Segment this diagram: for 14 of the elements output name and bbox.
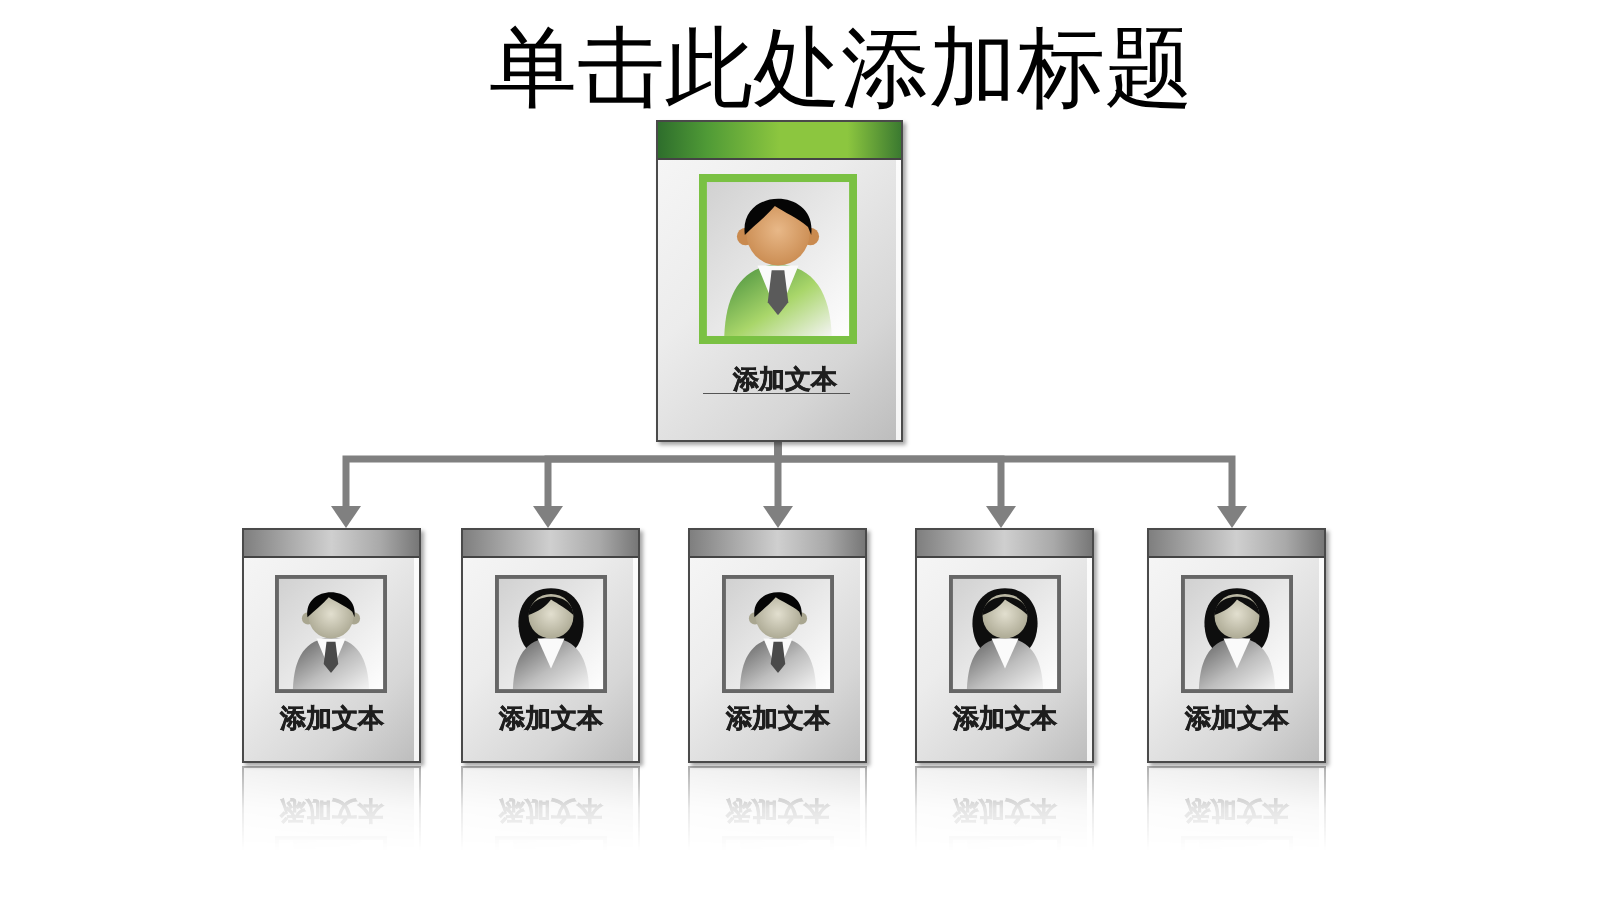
profile-card — [1147, 528, 1326, 763]
profile-card — [242, 528, 421, 763]
card-label: 添加文本 — [498, 705, 603, 731]
card-label: 添加文本 — [952, 705, 1057, 731]
card-label: 添加文本 — [279, 705, 384, 731]
arrow — [774, 442, 1247, 528]
card-label: 添加文本 — [1184, 705, 1289, 731]
card-label: 添加文本 — [732, 366, 837, 392]
profile-card — [461, 528, 640, 763]
profile-card — [915, 528, 1094, 763]
title: 单击此处添加标题 — [489, 24, 1193, 112]
card-label: 添加文本 — [725, 705, 830, 731]
profile-card — [688, 528, 867, 763]
profile-card — [656, 120, 903, 442]
